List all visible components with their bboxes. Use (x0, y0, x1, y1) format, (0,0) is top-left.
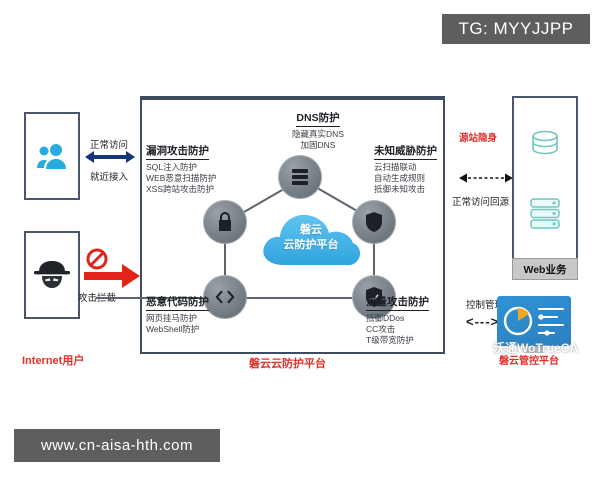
central-cloud: 磐云 云防护平台 (258, 205, 364, 271)
node-malicious-code-protection[interactable] (203, 275, 247, 319)
lock-icon (219, 212, 231, 231)
cloud-shape-icon (263, 214, 361, 266)
platform-caption: 磐云云防护平台 (249, 358, 326, 370)
caption-line: WEB恶意扫描防护 (146, 173, 217, 183)
caption-line: 抵御未知攻击 (374, 184, 426, 194)
control-manage-label: 控制管理 (466, 300, 505, 311)
console-stand (523, 346, 545, 353)
tg-tag: TG: MYYJJPP (442, 14, 590, 44)
caption-line: XSS跨站攻击防护 (146, 184, 215, 194)
caption-traffic-attack-protection: 流量攻击防护 抵御DDos CC攻击 T级带宽防护 (366, 292, 429, 346)
node-traffic-attack-protection[interactable] (352, 275, 396, 319)
code-brackets-icon (215, 290, 235, 304)
caption-line: SQL注入防护 (146, 162, 198, 172)
caption-line: 云扫描联动 (374, 162, 417, 172)
control-manage-arrow: <---> (466, 314, 500, 329)
caption-dns-protection: DNS防护 隐藏真实DNS 加固DNS (258, 108, 378, 151)
users-icon (37, 144, 66, 169)
internet-users-panel (24, 112, 80, 200)
back-to-source-label: 正常访问回源 (452, 197, 510, 208)
server-rack-icon (530, 198, 560, 229)
shield-chart-icon (366, 287, 382, 307)
node-unknown-threat-protection[interactable] (352, 200, 396, 244)
caption-unknown-threat-protection: 未知威胁防护 云扫描联动 自动生成规则 抵御未知攻击 (374, 141, 437, 195)
cloud-label: 磐云 云防护平台 (258, 223, 364, 253)
attack-blocked-red-arrow-icon (84, 248, 140, 288)
caption-line: 加固DNS (300, 140, 336, 150)
database-icon (532, 130, 558, 155)
caption-malicious-code-protection: 恶意代码防护 网页挂马防护 WebShell防护 (146, 292, 209, 335)
caption-vulnerability-protection: 漏洞攻击防护 SQL注入防护 WEB恶意扫描防护 XSS跨站攻击防护 (146, 141, 216, 195)
hacker-icon-wrap (26, 233, 78, 317)
brand-watermark: 沃通WoTrueCA (474, 337, 594, 357)
dns-server-icon (292, 169, 308, 185)
ring-connector-line (225, 297, 375, 299)
hacker-icon (34, 261, 70, 288)
internet-users-caption: Internet用户 (22, 355, 85, 367)
url-tag: www.cn-aisa-hth.com (14, 429, 220, 462)
caption-line: WebShell防护 (146, 324, 200, 334)
brand-circle-icon (474, 339, 489, 355)
caption-line: CC攻击 (366, 324, 396, 334)
caption-line: 自动生成规则 (374, 173, 426, 183)
caption-line: T级带宽防护 (366, 335, 414, 345)
users-icon-wrap (26, 114, 78, 198)
console-dashboard-card (497, 296, 571, 346)
bidirectional-dashed-arrow-icon (459, 173, 513, 183)
ring-inflow-line (96, 297, 208, 299)
caption-line: 抵御DDos (366, 313, 405, 323)
caption-line: 隐藏真实DNS (292, 129, 344, 139)
bidirectional-blue-arrow-icon (85, 151, 135, 163)
nearby-access-label: 就近接入 (90, 172, 129, 183)
origin-server-panel (512, 96, 578, 276)
origin-server-icons (514, 98, 576, 274)
caption-title: 未知威胁防护 (374, 143, 437, 160)
brand-watermark-text: 沃通WoTrueCA (493, 340, 579, 355)
console-caption: 磐云管控平台 (499, 356, 559, 367)
normal-access-label: 正常访问 (90, 140, 129, 151)
caption-line: 网页挂马防护 (146, 313, 198, 323)
cloud-label-line2: 云防护平台 (283, 239, 339, 251)
origin-hide-label: 源站隐身 (459, 133, 498, 144)
caption-title: 恶意代码防护 (146, 294, 209, 311)
dashboard-chart-icon (503, 306, 564, 336)
caption-title: 流量攻击防护 (366, 294, 429, 311)
shield-icon (366, 212, 382, 232)
node-dns-protection[interactable] (278, 155, 322, 199)
web-service-label: Web业务 (512, 258, 578, 280)
caption-title: 漏洞攻击防护 (146, 143, 209, 160)
node-vulnerability-protection[interactable] (203, 200, 247, 244)
hacker-panel (24, 231, 80, 319)
cloud-label-line1: 磐云 (300, 224, 322, 236)
caption-title: DNS防护 (296, 110, 340, 127)
